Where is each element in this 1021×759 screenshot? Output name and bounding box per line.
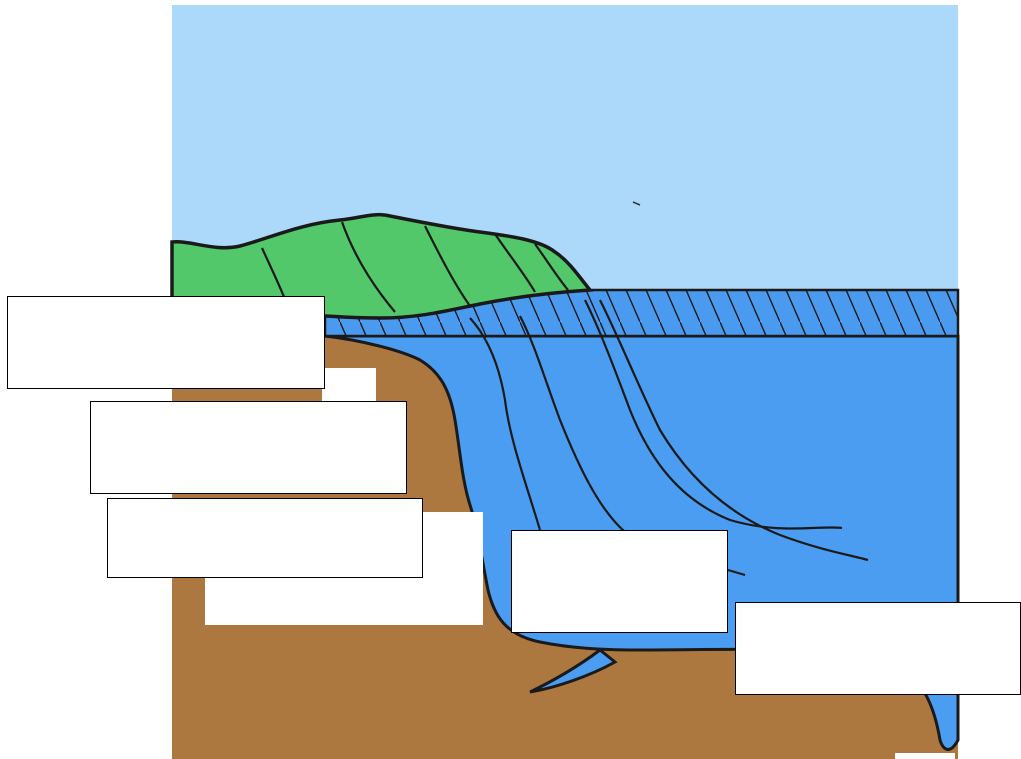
blank-patch <box>322 368 376 401</box>
label-box-2[interactable] <box>90 401 407 494</box>
label-box-3[interactable] <box>107 498 423 578</box>
label-box-1[interactable] <box>7 296 325 389</box>
label-box-5[interactable] <box>735 602 1021 695</box>
label-box-4[interactable] <box>511 530 728 633</box>
blank-patch <box>895 753 955 759</box>
